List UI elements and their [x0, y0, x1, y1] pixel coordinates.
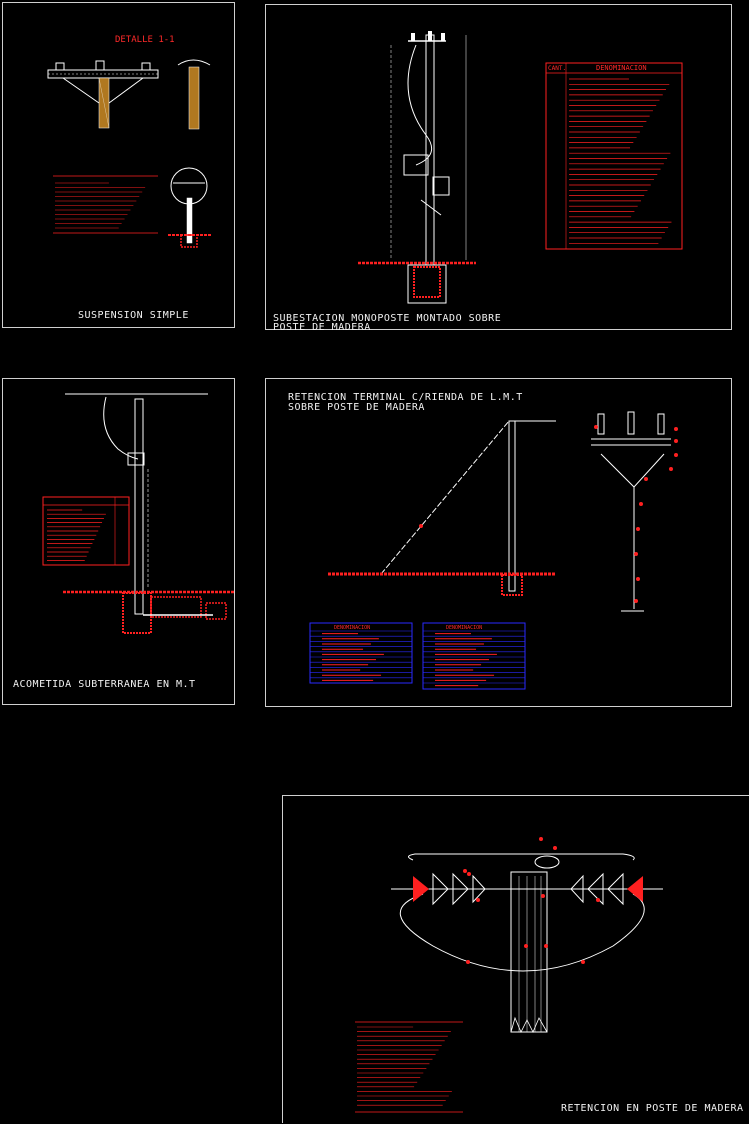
table-right: [422, 622, 526, 690]
table-left: [309, 622, 413, 684]
materials-table: [545, 62, 683, 250]
materials-table: [42, 496, 130, 566]
subestacion-drawing: [358, 31, 683, 304]
table-right-header: DENOMINACION: [446, 625, 483, 631]
detail-label: DETALLE 1-1: [115, 35, 175, 45]
reference-dot: [544, 944, 548, 948]
reference-dot: [644, 477, 648, 481]
terminal-box: [127, 452, 145, 466]
retencion-poste-caption: RETENCION EN POSTE DE MADERA: [561, 1103, 744, 1114]
panel-retencion-poste: RETENCION EN POSTE DE MADERA: [282, 795, 749, 1123]
top-insulator: [534, 855, 560, 869]
retencion-terminal-caption-line2: SOBRE POSTE DE MADERA: [288, 402, 425, 413]
suspension-caption: SUSPENSION SIMPLE: [78, 310, 189, 321]
pole: [510, 871, 548, 1033]
subestacion-caption-line2: POSTE DE MADERA: [273, 322, 371, 333]
reference-dot: [669, 467, 673, 471]
acometida-drawing: [42, 393, 235, 634]
pole: [134, 398, 144, 615]
drop-cable: [407, 44, 433, 166]
drop-cable: [103, 396, 139, 460]
guy-wire: [380, 420, 510, 575]
reference-dot: [524, 944, 528, 948]
reference-dot: [636, 577, 640, 581]
retencion-terminal-caption-line1: RETENCION TERMINAL C/RIENDA DE L.M.T: [288, 392, 523, 403]
reference-dot: [596, 898, 600, 902]
reference-dot: [639, 502, 643, 506]
insulator-string-left: [432, 872, 511, 906]
insulator-string-right: [547, 872, 624, 906]
retencion-terminal-drawing: [309, 411, 678, 690]
reference-dot: [636, 527, 640, 531]
main-pole: [425, 34, 435, 266]
reference-dot: [674, 427, 678, 431]
reference-dot: [634, 552, 638, 556]
reference-dot: [476, 898, 480, 902]
side-pole: [188, 66, 200, 130]
pole-foundation: [501, 574, 523, 596]
brace-left: [62, 77, 100, 104]
panel-subestacion-monoposte: CANT. DENOMINACION SUBESTACION MONOPOSTE…: [265, 4, 732, 333]
reference-dot: [467, 872, 471, 876]
crossarm-detail: [591, 411, 671, 612]
table-left-header: DENOMINACION: [334, 625, 371, 631]
reference-dot: [594, 425, 598, 429]
panel-retencion-terminal: RETENCION TERMINAL C/RIENDA DE L.M.T SOB…: [265, 378, 732, 707]
materials-list: [355, 1021, 463, 1113]
brace-right: [108, 77, 144, 104]
materials-list: [53, 175, 158, 234]
table-header-short: CANT.: [548, 65, 567, 72]
small-pole: [186, 197, 193, 244]
subestacion-caption-line1: SUBESTACION MONOPOSTE MONTADO SOBRE: [273, 313, 502, 324]
pole: [508, 420, 516, 592]
suspension-drawing: [47, 59, 211, 248]
panel-suspension-simple: DETALLE 1-1 SUSPENSION SIMPLE: [2, 2, 235, 328]
acometida-caption: ACOMETIDA SUBTERRANEA EN M.T: [13, 679, 196, 690]
pole-foundation: [122, 592, 152, 634]
reference-dot: [539, 837, 543, 841]
reference-dot: [581, 960, 585, 964]
reference-dot: [541, 894, 545, 898]
arm-insulators: [55, 60, 151, 71]
jumper-loop: [400, 893, 645, 972]
reference-dot: [634, 599, 638, 603]
reference-dot: [674, 439, 678, 443]
panel-acometida-subterranea: ACOMETIDA SUBTERRANEA EN M.T: [2, 378, 235, 705]
cable-trench: [150, 596, 202, 618]
meter-box: [432, 176, 450, 196]
retencion-poste-drawing: [355, 837, 663, 1113]
reference-dot: [674, 453, 678, 457]
reference-dot: [466, 960, 470, 964]
transformer: [403, 154, 429, 176]
table-header: DENOMINACION: [596, 64, 647, 72]
reference-dot: [553, 846, 557, 850]
reference-dot: [463, 869, 467, 873]
pole-foundation: [407, 264, 447, 304]
